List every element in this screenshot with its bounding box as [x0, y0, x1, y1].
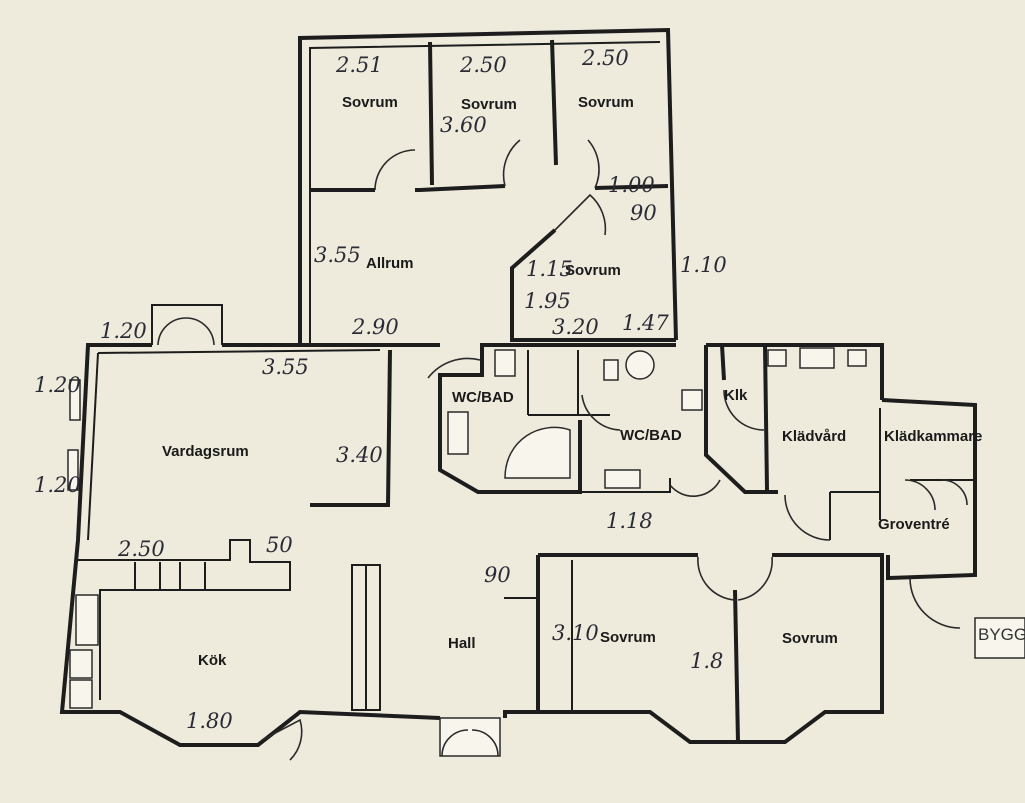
- west-wing-walls: [59, 304, 441, 761]
- measure-3-40: 3.40: [336, 443, 383, 467]
- measure-50: 50: [266, 533, 293, 557]
- measure-1-20-a: 1.20: [100, 319, 147, 343]
- measure-1-80: 1.80: [186, 709, 233, 733]
- measurement-annotations: 2.51 2.50 2.50 3.60 1.00 90 3.55 1.15 1.…: [34, 46, 727, 733]
- room-allrum: Allrum: [366, 255, 414, 272]
- measure-1-10: 1.10: [680, 253, 727, 277]
- measure-1-47: 1.47: [622, 311, 669, 335]
- bathroom-walls: [427, 343, 721, 497]
- measure-90-a: 90: [630, 201, 657, 225]
- room-vardagsrum: Vardagsrum: [162, 443, 249, 460]
- measure-2-50-c: 2.50: [117, 537, 165, 561]
- measure-3-20: 3.20: [552, 315, 599, 339]
- measure-3-60: 3.60: [440, 113, 487, 137]
- measure-1-00: 1.00: [608, 173, 655, 197]
- measure-1-95: 1.95: [524, 289, 571, 313]
- room-wc-bad-2: WC/BAD: [620, 427, 682, 444]
- upper-wing-walls: [298, 27, 678, 347]
- measure-1-8: 1.8: [690, 649, 723, 673]
- hall-walls: [351, 564, 501, 757]
- room-labels: Sovrum Sovrum Sovrum Allrum Sovrum Varda…: [162, 94, 982, 669]
- east-wing-walls: [681, 343, 977, 629]
- measure-2-50-a: 2.50: [459, 53, 507, 77]
- room-wc-bad-1: WC/BAD: [452, 389, 514, 406]
- measure-1-20-c: 1.20: [34, 473, 81, 497]
- measure-3-10: 3.10: [552, 621, 599, 645]
- room-sovrum-n3: Sovrum: [578, 94, 634, 111]
- measure-90-b: 90: [484, 563, 511, 587]
- room-hall: Hall: [448, 635, 476, 652]
- room-sovrum-mid: Sovrum: [565, 262, 621, 279]
- room-sovrum-s1: Sovrum: [600, 629, 656, 646]
- measure-3-55-b: 3.55: [262, 355, 309, 379]
- room-sovrum-nw: Sovrum: [342, 94, 398, 111]
- south-bedroom-walls: [503, 553, 1025, 744]
- room-sovrum-n2: Sovrum: [461, 96, 517, 113]
- measure-2-90: 2.90: [351, 315, 399, 339]
- room-kok: Kök: [198, 652, 227, 669]
- measure-1-18: 1.18: [606, 509, 653, 533]
- measure-1-15: 1.15: [526, 257, 573, 281]
- room-sovrum-s2: Sovrum: [782, 630, 838, 647]
- measure-3-55-a: 3.55: [314, 243, 361, 267]
- measure-2-51: 2.51: [335, 53, 383, 77]
- stamp-text: BYGG: [978, 625, 1025, 644]
- room-kladvard: Klädvård: [782, 428, 846, 445]
- measure-1-20-b: 1.20: [34, 373, 81, 397]
- room-groventre: Groventré: [878, 516, 950, 533]
- room-kladkammare: Klädkammare: [884, 428, 982, 445]
- upper-doors: [374, 139, 607, 236]
- room-klk: Klk: [724, 387, 748, 404]
- measure-2-50-b: 2.50: [581, 46, 629, 70]
